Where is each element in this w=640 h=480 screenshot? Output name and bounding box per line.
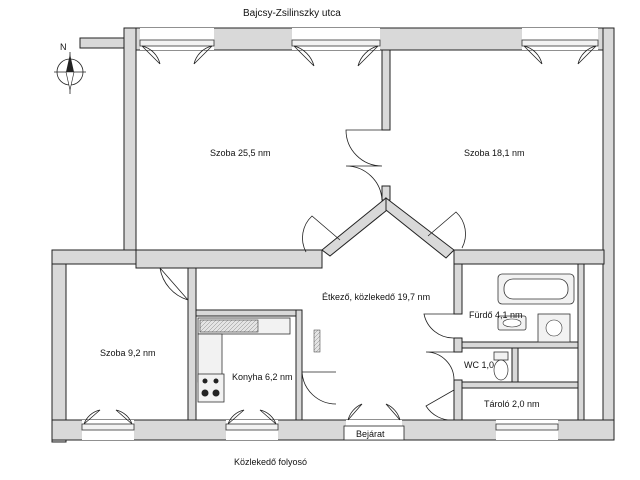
partition-wall <box>453 379 463 421</box>
partition-wall <box>453 337 463 353</box>
partition-wall <box>461 341 583 349</box>
bathtub-icon <box>497 273 575 305</box>
partition-wall <box>381 49 391 131</box>
north-label: N <box>60 42 67 52</box>
window <box>521 39 599 65</box>
door <box>345 129 383 201</box>
partition-wall <box>195 309 297 317</box>
street-label: Bajcsy-Zsilinszky utca <box>243 8 341 19</box>
room-label-szoba-9: Szoba 9,2 nm <box>100 348 156 358</box>
door <box>159 267 189 301</box>
stove-icon <box>197 373 225 403</box>
kitchen-sink <box>199 319 259 333</box>
partition-wall <box>187 267 197 421</box>
entrance-door <box>343 403 405 441</box>
partition-wall <box>577 263 585 421</box>
room-label-wc: WC 1,0 <box>464 360 494 370</box>
washbasin-icon <box>497 315 527 331</box>
radiator <box>313 329 321 353</box>
chevron-wall-left <box>321 197 393 257</box>
door <box>425 351 455 381</box>
left-wall-upper <box>123 27 137 259</box>
chevron-wall-right <box>385 196 455 259</box>
step-wall <box>51 249 137 265</box>
bottom-wall <box>51 419 615 441</box>
middle-wall <box>135 249 323 269</box>
room-label-etkezo: Étkező, közlekedő 19,7 nm <box>322 292 430 302</box>
window <box>495 423 559 431</box>
window <box>81 409 135 431</box>
toilet-icon <box>493 351 509 381</box>
room-label-szoba-18: Szoba 18,1 nm <box>464 148 525 158</box>
partition-wall <box>295 309 303 421</box>
entrance-label: Bejárat <box>356 429 385 439</box>
room-label-szoba-25: Szoba 25,5 nm <box>210 148 271 158</box>
door <box>301 371 337 405</box>
top-wall <box>79 37 125 49</box>
north-arrow-icon: N <box>54 42 86 94</box>
window <box>291 39 381 67</box>
window <box>139 39 215 65</box>
right-wall <box>602 27 615 441</box>
left-wall-lower <box>51 255 67 443</box>
partition-wall <box>453 263 463 315</box>
door <box>427 211 466 249</box>
washing-machine-icon <box>537 313 571 343</box>
door <box>423 313 455 339</box>
window <box>225 409 279 431</box>
partition-wall <box>511 347 519 385</box>
door <box>425 389 455 421</box>
room-label-tarolo: Tároló 2,0 nm <box>484 399 540 409</box>
partition-wall <box>461 381 583 389</box>
corridor-label: Közlekedő folyosó <box>234 457 307 467</box>
door <box>302 215 341 253</box>
room-label-furdo: Fürdő 4,1 nm <box>469 310 523 320</box>
partition-wall <box>453 249 605 265</box>
room-label-konyha: Konyha 6,2 nm <box>232 372 293 382</box>
